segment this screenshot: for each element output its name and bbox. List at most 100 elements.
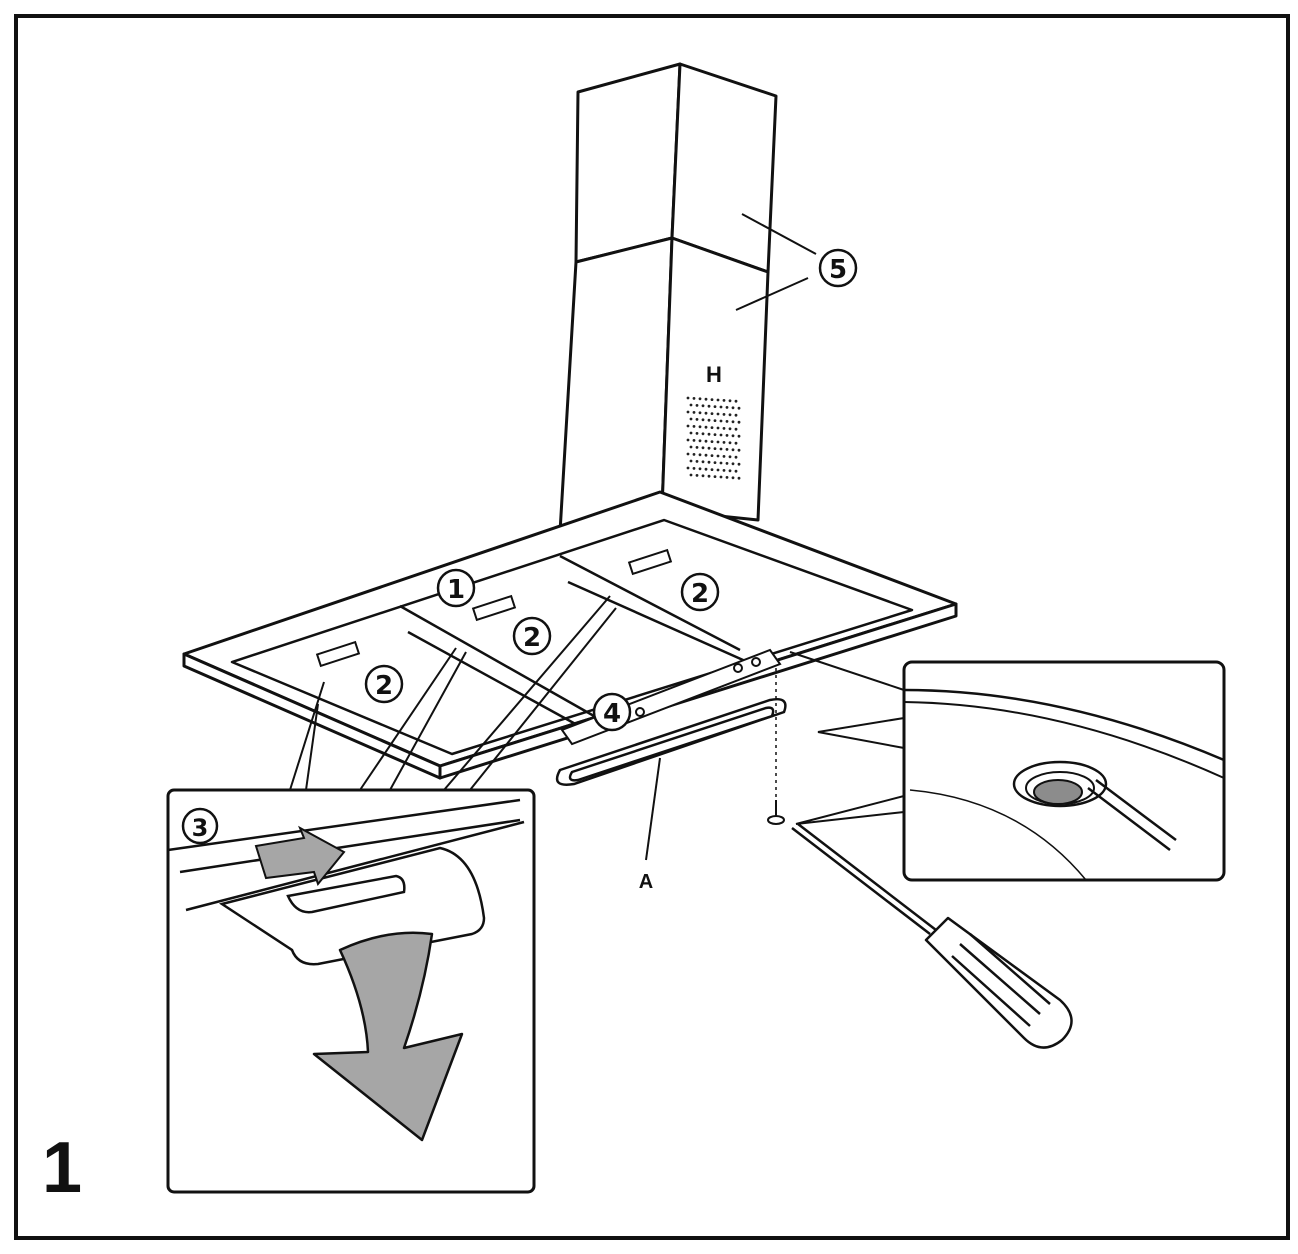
grille-dot xyxy=(710,468,714,471)
grille-dot xyxy=(728,399,732,403)
grille-dot xyxy=(701,404,705,408)
grille-dot xyxy=(707,418,711,422)
inset-frame xyxy=(166,788,536,1194)
grille-dot xyxy=(698,397,702,401)
light-cover xyxy=(555,698,787,786)
grille-dot xyxy=(737,420,741,424)
callout-3: 3 xyxy=(192,814,209,842)
control-button xyxy=(751,657,761,667)
press-arrow xyxy=(254,825,346,887)
grille-dot xyxy=(719,419,723,423)
callout-circle-3 xyxy=(181,807,219,845)
filter-latch xyxy=(471,594,517,622)
grille-dot xyxy=(719,447,723,451)
grille-dot xyxy=(686,396,690,400)
grille-dot xyxy=(722,469,726,472)
callout-circle-4 xyxy=(592,692,632,732)
grille-dot xyxy=(716,398,720,402)
grille-dot xyxy=(731,476,735,480)
grille-dot xyxy=(695,460,699,463)
grille-dot xyxy=(695,474,699,477)
grille-dot xyxy=(725,462,729,465)
grille-dot xyxy=(728,455,732,459)
grille-dot xyxy=(701,446,705,450)
grille-dot xyxy=(704,425,708,429)
grille-dot xyxy=(698,453,702,457)
callout-circle-2 xyxy=(512,616,552,656)
grille-dot xyxy=(710,440,714,443)
grille-dot xyxy=(722,413,726,416)
grille-dot xyxy=(710,412,714,415)
grille-dot xyxy=(704,411,708,415)
grille-dot xyxy=(689,417,693,421)
grille-dot xyxy=(719,461,723,465)
grille-dot xyxy=(713,405,717,408)
grille-dot xyxy=(737,476,741,480)
grille-dot xyxy=(695,404,699,407)
grille-dot xyxy=(707,446,711,450)
grille-dot xyxy=(689,403,693,407)
grille-dot xyxy=(731,462,735,466)
grille-dot xyxy=(698,411,702,415)
grille-dot xyxy=(722,441,726,444)
callouts xyxy=(181,248,858,845)
grille-dot xyxy=(701,418,705,422)
grille-dot xyxy=(713,419,717,422)
callout-circle-2 xyxy=(364,664,404,704)
screwdriver-handle xyxy=(924,916,1073,1049)
callout-2: 2 xyxy=(691,579,709,609)
callout-5: 5 xyxy=(829,255,847,285)
callout-circle-5 xyxy=(818,248,858,288)
light-cover-inner xyxy=(568,706,775,782)
callout-2: 2 xyxy=(523,623,541,653)
chimney-lower-left-face xyxy=(558,236,674,534)
leader-A xyxy=(645,757,661,861)
grille-dot xyxy=(701,432,705,436)
vent-grille xyxy=(686,396,741,480)
grille-dot xyxy=(689,431,693,435)
grille-dot xyxy=(731,448,735,452)
grille-dot xyxy=(731,434,735,438)
grille-dot xyxy=(725,448,729,451)
chimney-upper-left-face xyxy=(574,62,682,264)
grille-dot xyxy=(704,467,708,471)
chimney-upper-right-face xyxy=(670,62,778,274)
grille-dot xyxy=(734,427,738,431)
grille-dot xyxy=(737,406,741,410)
grille-dot xyxy=(722,455,726,458)
filter-tab xyxy=(286,874,406,914)
grille-dot xyxy=(698,439,702,443)
screwdriver xyxy=(791,823,1073,1049)
grille-dot xyxy=(692,467,696,470)
callout-4: 4 xyxy=(603,699,621,729)
detail-inset-filter xyxy=(166,595,617,1194)
filter-latches xyxy=(315,548,673,668)
grille-dot xyxy=(707,474,711,478)
callout-circle-2 xyxy=(680,572,720,612)
grille-dot xyxy=(689,473,693,477)
grille-dot xyxy=(731,406,735,410)
grille-dot xyxy=(701,474,705,478)
grille-dot xyxy=(722,427,726,430)
grille-dot xyxy=(719,475,723,479)
grille-dot xyxy=(728,469,732,473)
grille-dot xyxy=(710,426,714,429)
grille-dot xyxy=(692,439,696,442)
label-H: H xyxy=(706,362,722,387)
grille-dot xyxy=(716,426,720,430)
grille-dot xyxy=(704,439,708,443)
grille-dot xyxy=(710,398,714,401)
grille-dot xyxy=(686,438,690,442)
callout-labels: 5 1 2 2 2 4 3 xyxy=(192,255,847,842)
grille-dot xyxy=(725,476,729,479)
grille-dot xyxy=(734,469,738,473)
grille-dot xyxy=(692,397,696,400)
grille-dot xyxy=(716,440,720,444)
grille-dot xyxy=(713,475,717,478)
screw-plug xyxy=(1033,779,1083,805)
grille-dot xyxy=(707,432,711,436)
control-button xyxy=(733,663,743,673)
grille-dot xyxy=(716,454,720,458)
grille-dot xyxy=(719,433,723,437)
figure-number: 1 xyxy=(42,1128,82,1208)
